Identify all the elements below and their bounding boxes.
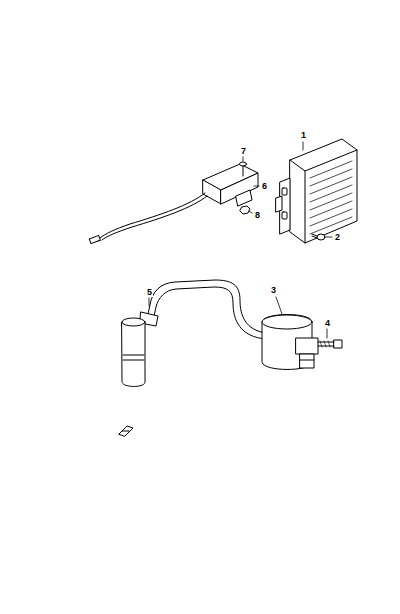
callout-number: 1 [300,131,307,140]
callout-number: 2 [334,233,341,242]
bolt [318,340,342,348]
screw [240,162,247,176]
plug-cap [122,312,158,387]
clip [119,426,133,436]
cdi-unit [89,164,258,244]
screw [312,234,325,240]
callout-number: 3 [270,286,277,295]
callout-number: 6 [261,182,268,191]
leader-line [149,142,332,338]
ignition-coil [262,315,318,370]
callout-number: 4 [324,319,331,328]
callout-number: 5 [146,288,153,297]
callout-number: 7 [240,147,247,156]
callout-number: 8 [254,211,261,220]
high-tension-lead [148,280,266,339]
nut [240,206,250,214]
regulator-unit [276,139,357,243]
